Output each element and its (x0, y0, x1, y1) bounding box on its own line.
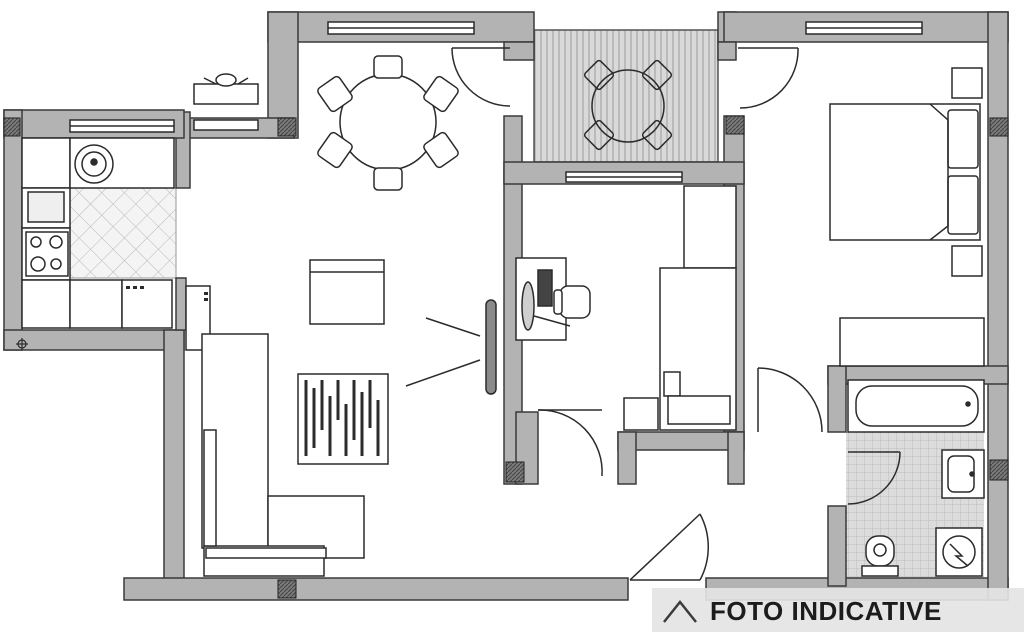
windows (69, 21, 923, 183)
tv-unit (405, 299, 497, 395)
side-cabinet (193, 73, 259, 105)
balcony-table (583, 59, 673, 151)
sofa (185, 285, 365, 577)
nightstands (951, 67, 983, 277)
double-bed (829, 103, 981, 241)
kitchen-counter (21, 137, 175, 329)
wardrobe (623, 185, 737, 431)
doors (451, 47, 901, 581)
dining-table (317, 55, 459, 191)
balcony-deck (533, 29, 719, 163)
rug (297, 373, 389, 465)
radiator-marks (204, 292, 208, 301)
watermark-text: FOTO INDICATIVE (710, 596, 942, 626)
sink-icon (74, 144, 114, 184)
watermark-band: FOTO INDICATIVE (652, 588, 1024, 632)
office-chair (553, 285, 591, 319)
bathtub-icon (847, 379, 985, 433)
washing-machine-icon (935, 527, 983, 577)
toilet-icon (861, 535, 899, 577)
bedroom-wardrobe (839, 317, 985, 367)
agency-logo-icon (663, 599, 697, 623)
stove-icon (25, 231, 69, 277)
armchair (309, 259, 385, 325)
utility-outlet-icon (16, 338, 28, 350)
kitchen-plate-icon (126, 286, 144, 289)
structural-columns (3, 115, 1009, 599)
dining-chairs (317, 55, 459, 191)
kitchen-floor (69, 187, 177, 279)
washbasin-icon (941, 449, 985, 499)
